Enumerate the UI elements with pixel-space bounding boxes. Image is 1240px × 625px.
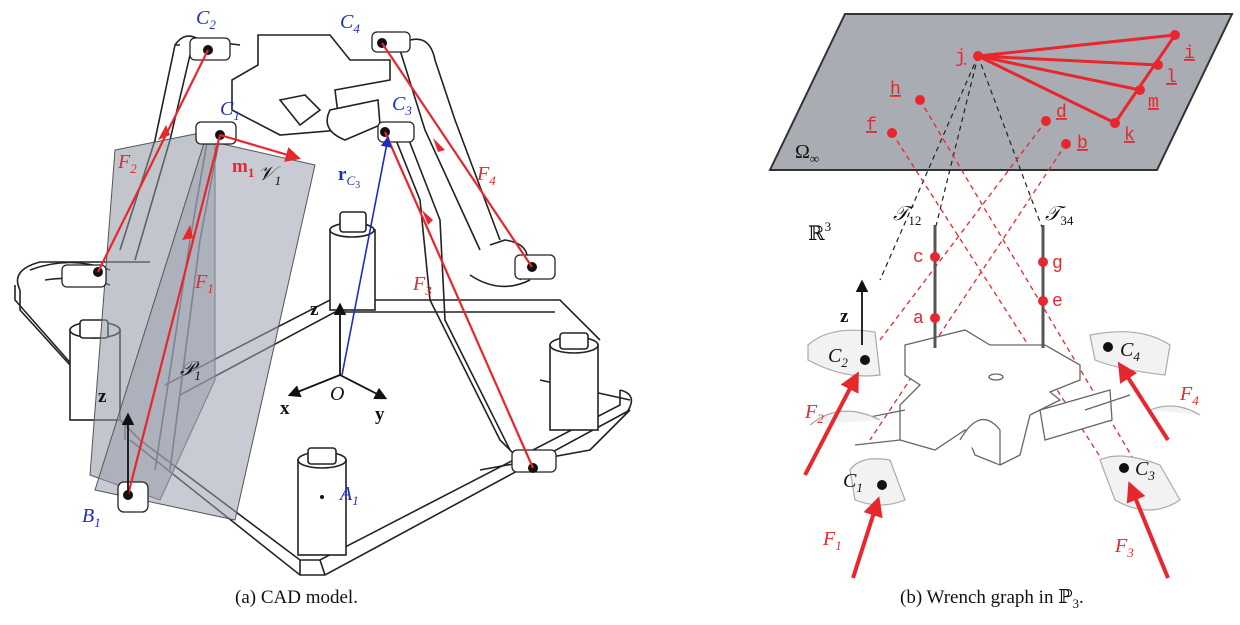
- plane-at-infinity: [768, 13, 1234, 171]
- label-d: d: [1056, 103, 1067, 123]
- robot-sketch: [854, 329, 1131, 466]
- force-arrowheads-a: [158, 125, 445, 240]
- label-t34: 𝒯34: [1045, 203, 1074, 228]
- label-x: x: [280, 398, 290, 419]
- x-axis: [287, 374, 341, 398]
- label-f4-b: F4: [1179, 383, 1199, 408]
- y-axis: [339, 374, 388, 400]
- dashed-lines-black: [879, 55, 1044, 281]
- label-e-point: e: [1052, 292, 1063, 312]
- panel-b-wrench-graph: Ω∞ ℝ3 𝒯12 𝒯34 C2 C4 C1 C3 F2 F4 F1 F3 j …: [768, 13, 1234, 611]
- label-f: f: [866, 116, 877, 136]
- label-f3-a: F3: [412, 273, 432, 298]
- label-m: m: [1148, 93, 1159, 113]
- label-h: h: [890, 80, 901, 100]
- label-b: b: [1077, 134, 1088, 154]
- label-a1: A1: [338, 483, 359, 508]
- label-o: O: [330, 383, 344, 405]
- label-c2-a: C2: [196, 7, 216, 32]
- label-c-point: c: [913, 248, 924, 268]
- force-lines-a: [97, 42, 535, 496]
- caption-b: (b) Wrench graph in ℙ3.: [900, 587, 1084, 611]
- label-c1-b: C1: [843, 470, 863, 495]
- top-platform: [231, 34, 391, 141]
- label-c2-b: C2: [828, 345, 848, 370]
- label-z-b: z: [840, 306, 849, 327]
- label-t12: 𝒯12: [893, 203, 921, 228]
- label-c3-a: C3: [392, 93, 412, 118]
- m1-arrow: [219, 133, 301, 162]
- label-c4-a: C4: [340, 11, 360, 36]
- label-z-center: z: [310, 299, 319, 320]
- force-arrows-b: [803, 361, 1170, 579]
- label-f2-a: F2: [117, 151, 137, 176]
- rC3-arrow: [341, 135, 392, 376]
- support-posts: [69, 211, 599, 556]
- label-c4-b: C4: [1120, 339, 1140, 364]
- label-i: i: [1184, 44, 1195, 64]
- label-f1-a: F1: [194, 271, 214, 296]
- label-f3-b: F3: [1114, 535, 1134, 560]
- joint-dots-b: [860, 342, 1129, 490]
- solid-lines-plane: [977, 33, 1177, 125]
- label-g-point: g: [1052, 254, 1063, 274]
- label-m1: m1: [232, 156, 254, 180]
- wrench-points: [887, 30, 1180, 323]
- label-j: j: [955, 48, 966, 68]
- label-b1: B1: [82, 505, 101, 530]
- joints: [61, 31, 557, 513]
- label-omega: Ω∞: [795, 141, 819, 166]
- label-r3: ℝ3: [808, 219, 831, 245]
- label-c1-a: C1: [220, 98, 240, 123]
- label-rc3: rC3: [338, 164, 360, 191]
- label-f2-b: F2: [804, 401, 824, 426]
- label-l: l: [1166, 68, 1177, 88]
- plane-v1: [94, 139, 316, 521]
- label-f4-a: F4: [476, 163, 496, 188]
- label-k: k: [1124, 126, 1135, 146]
- panel-a-cad-model: C2 C4 C1 C3 F2 F4 F1 F3 𝒱1 𝒫1 O B1 A1 m1…: [14, 7, 633, 608]
- caption-a: (a) CAD model.: [235, 587, 358, 608]
- label-z-left: z: [98, 386, 107, 407]
- label-a-point: a: [913, 309, 924, 329]
- label-f1-b: F1: [822, 528, 842, 553]
- label-c3-b: C3: [1135, 458, 1155, 483]
- label-y: y: [375, 404, 385, 425]
